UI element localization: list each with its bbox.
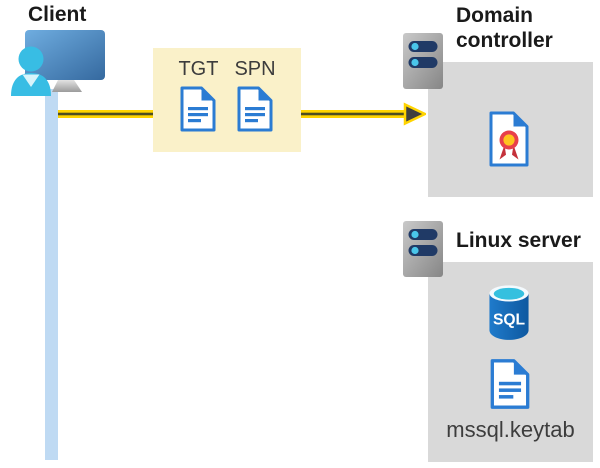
server-icon [403, 33, 443, 89]
sql-database-icon: SQL [489, 285, 529, 340]
server-icon [403, 221, 443, 277]
document-icon [237, 86, 273, 132]
person-head [18, 46, 44, 72]
ticket-box: TGT SPN [153, 48, 301, 152]
certificate-icon [489, 111, 529, 167]
ticket-spn: SPN [234, 57, 276, 132]
document-icon [180, 86, 216, 132]
ticket-tgt-label: TGT [178, 58, 219, 80]
client-workstation-icon [11, 30, 105, 96]
person-collar [22, 74, 40, 87]
sql-icon-text: SQL [493, 312, 526, 329]
arrow-head [403, 102, 426, 126]
ticket-spn-label: SPN [234, 58, 276, 80]
ticket-tgt: TGT [178, 57, 218, 132]
client-lifeline [45, 89, 58, 460]
keytab-file-icon [490, 359, 530, 409]
keytab-label: mssql.keytab [446, 417, 575, 442]
client-label: Client [28, 3, 87, 26]
monitor-icon [25, 30, 105, 80]
domain-controller-label: Domain controller [456, 4, 553, 52]
linux-server-label: Linux server [456, 229, 581, 252]
monitor-stand [52, 80, 82, 92]
